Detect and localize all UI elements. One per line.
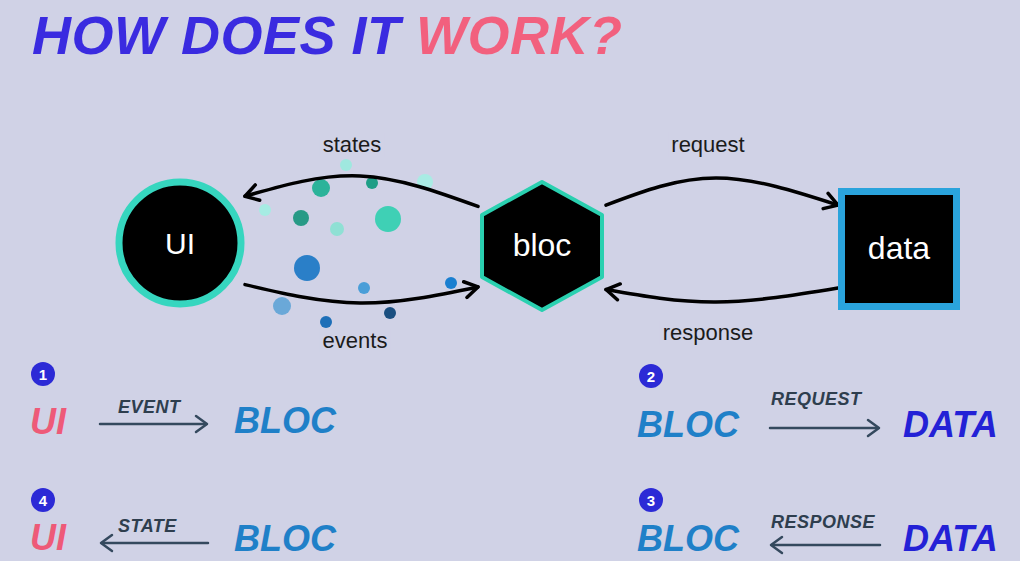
callout-number: 1 (31, 362, 55, 386)
flow-arrow (102, 542, 208, 545)
flow-arrow (770, 427, 878, 430)
edge-label: states (320, 133, 385, 157)
flow-term: BLOC (234, 403, 336, 439)
callout-number: 2 (639, 364, 663, 388)
particle-dot (375, 206, 401, 232)
bloc-hexagon: bloc (478, 180, 606, 312)
flow-term: BLOC (637, 407, 739, 443)
particle-dot (294, 255, 320, 281)
particle-dot (384, 307, 396, 319)
title: HOW DOES IT WORK? (32, 4, 622, 66)
flow-arrow-label: REQUEST (771, 390, 862, 408)
flow-arrow (772, 544, 880, 547)
flow-connector (245, 176, 478, 207)
flow-arrows (100, 416, 880, 553)
particle-dot (273, 297, 291, 315)
particle-dot (358, 282, 370, 294)
circle-shape (119, 182, 241, 304)
flow-arrow-label: RESPONSE (771, 513, 875, 531)
particle-dot (293, 210, 309, 226)
node-label: UI (165, 227, 195, 260)
node-label: bloc (513, 228, 572, 263)
flow-arrowhead (101, 535, 112, 551)
edge-label: events (320, 329, 391, 353)
flow-arrow-label: STATE (118, 517, 177, 535)
flow-arrowhead (771, 537, 782, 553)
state-particles (259, 159, 433, 236)
flow-term: UI (30, 520, 66, 556)
callout-number: 3 (639, 488, 663, 512)
particle-dot (312, 179, 330, 197)
flow-arrow (100, 423, 206, 426)
particle-dot (330, 222, 344, 236)
particle-dot (259, 204, 271, 216)
particle-dot (340, 159, 352, 171)
node-label: data (868, 231, 930, 266)
data-square: data (838, 188, 960, 310)
flow-arrowhead (196, 416, 207, 432)
flow-term: UI (30, 404, 66, 440)
flow-connector (606, 178, 838, 205)
flow-arrow-label: EVENT (118, 398, 181, 416)
callout-number: 4 (31, 488, 55, 512)
ui-circle: UI (115, 178, 245, 308)
flow-term: BLOC (637, 521, 739, 557)
flow-term: DATA (903, 407, 998, 443)
flow-connector (245, 285, 478, 303)
edge-label: response (660, 321, 757, 345)
square-shape (842, 192, 957, 307)
particle-dot (320, 316, 332, 328)
event-particles (273, 255, 457, 328)
flow-term: DATA (903, 521, 998, 557)
edge-label: request (668, 133, 747, 157)
flow-connector (606, 288, 838, 302)
particle-dot (445, 277, 457, 289)
flow-term: BLOC (234, 521, 336, 557)
hexagon-shape (482, 182, 602, 310)
flow-arrowhead (868, 420, 879, 436)
